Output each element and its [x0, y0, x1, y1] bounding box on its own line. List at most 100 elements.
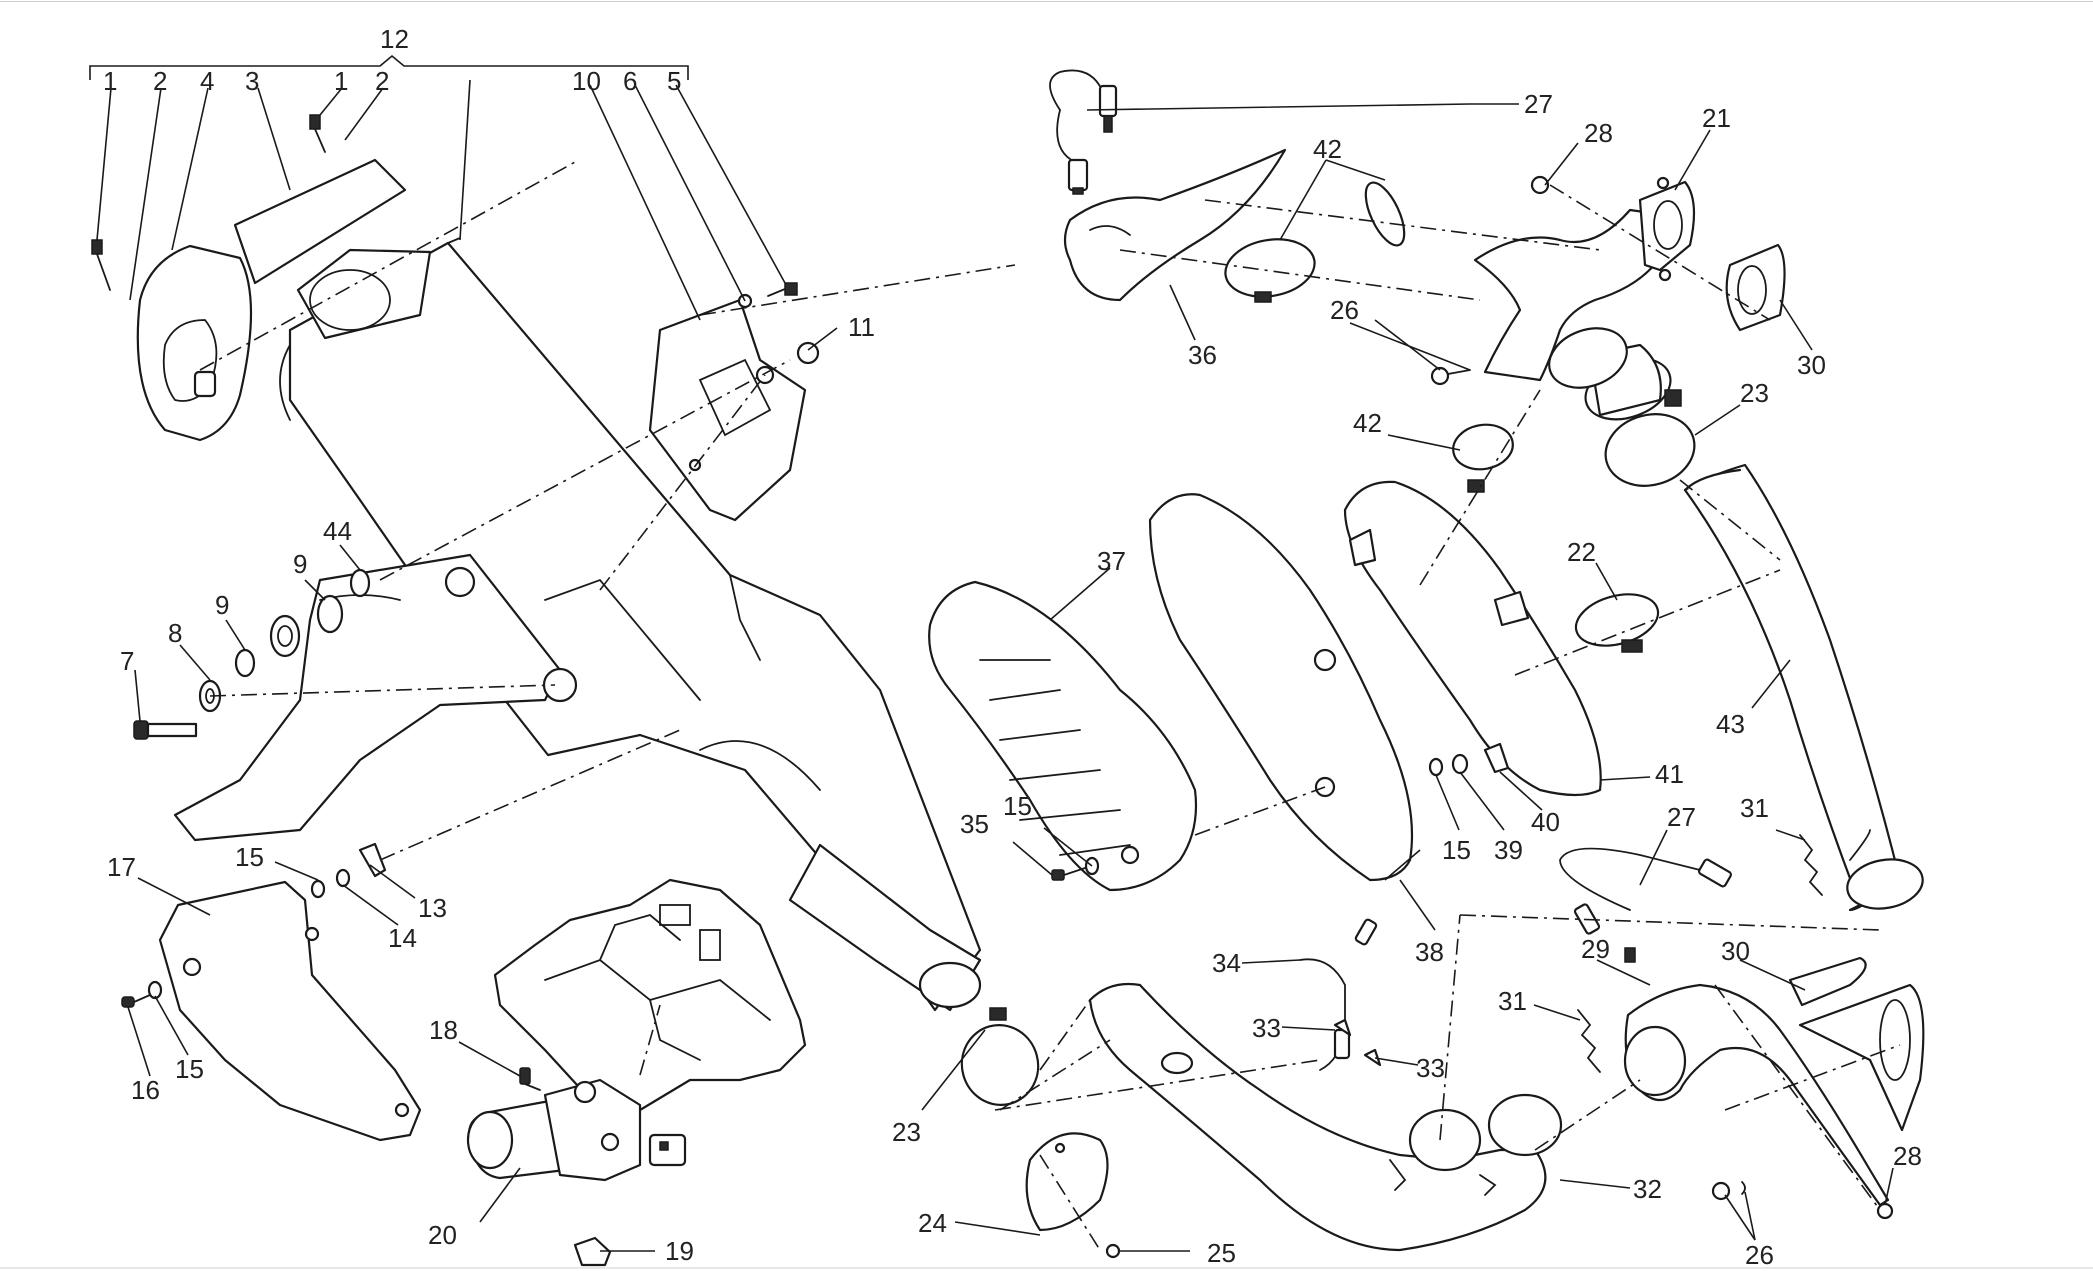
clip-40: [1483, 742, 1510, 774]
label-1a: 1: [103, 66, 117, 96]
label-9b: 9: [215, 590, 229, 620]
servo-motor-20: [466, 1078, 687, 1182]
clamp-42-top: [1224, 238, 1316, 303]
label-37: 37: [1097, 546, 1126, 576]
label-21: 21: [1702, 103, 1731, 133]
label-42b: 42: [1353, 408, 1382, 438]
label-25: 25: [1207, 1238, 1236, 1268]
label-36: 36: [1188, 340, 1217, 370]
clamp-42-small: [1364, 181, 1406, 247]
heat-shield-38: [1148, 493, 1414, 882]
clip-33a: [1333, 1018, 1352, 1037]
gasket-30-top: [1725, 243, 1786, 332]
label-18: 18: [429, 1015, 458, 1045]
heat-shield-17: [158, 880, 422, 1142]
label-32: 32: [1633, 1174, 1662, 1204]
label-28a: 28: [1584, 118, 1613, 148]
spring-31-bottom: [1577, 1009, 1601, 1073]
label-20: 20: [428, 1220, 457, 1250]
grommet-11: [796, 341, 820, 365]
bolt-7: [133, 720, 198, 740]
label-30a: 30: [1797, 350, 1826, 380]
guard-24: [1025, 1132, 1109, 1232]
header-pipe-21: [1473, 208, 1672, 421]
label-29: 29: [1581, 934, 1610, 964]
label-15d: 15: [1442, 835, 1471, 865]
washer-44: [349, 568, 371, 598]
group-bracket-12: [89, 54, 689, 80]
label-17: 17: [107, 852, 136, 882]
spacer: [269, 614, 301, 658]
label-9a: 9: [293, 549, 307, 579]
nut-25: [1105, 1243, 1121, 1259]
label-7: 7: [120, 646, 134, 676]
washer-15b: [147, 980, 163, 1000]
label-1b: 1: [334, 66, 348, 96]
clip-19: [573, 1236, 612, 1267]
label-31a: 31: [1740, 793, 1769, 823]
label-23a: 23: [892, 1117, 921, 1147]
label-15b: 15: [175, 1054, 204, 1084]
servo-bracket-frame: [493, 878, 807, 1112]
bracket-10: [648, 298, 807, 522]
callout-labels: 12 1 2 4 3 1 2 10 6 5 11 44 9 9 8 7 17 1…: [103, 24, 1922, 1270]
leader-lines: [96, 79, 1894, 1252]
label-43: 43: [1716, 709, 1745, 739]
label-6: 6: [623, 66, 637, 96]
clamp-23-bottom: [960, 1007, 1040, 1106]
label-16: 16: [131, 1075, 160, 1105]
label-26b: 26: [1745, 1240, 1774, 1270]
screw-26-top: [1430, 366, 1471, 386]
label-19: 19: [665, 1236, 694, 1266]
label-42a: 42: [1313, 134, 1342, 164]
label-13: 13: [418, 893, 447, 923]
label-34: 34: [1212, 948, 1241, 978]
label-8: 8: [168, 618, 182, 648]
washer-15a: [310, 879, 326, 899]
nut-28-top: [1530, 175, 1550, 195]
heat-guard-36: [1063, 148, 1287, 302]
label-14: 14: [388, 923, 417, 953]
bolt-1-top: [309, 114, 326, 153]
label-3: 3: [245, 66, 259, 96]
bolt-16: [121, 994, 151, 1008]
spring-31-top: [1799, 834, 1823, 896]
label-33a: 33: [1252, 1013, 1281, 1043]
alignment-lines: [199, 161, 1901, 1251]
washer-9b: [316, 594, 344, 634]
label-38: 38: [1415, 937, 1444, 967]
end-flange: [296, 248, 432, 340]
bolt-1-left: [91, 239, 111, 291]
screw-35: [1051, 867, 1086, 881]
flange-21: [1638, 176, 1696, 282]
pipe-43: [1683, 463, 1924, 912]
label-23b: 23: [1740, 378, 1769, 408]
washer-14: [335, 868, 351, 888]
label-15a: 15: [235, 842, 264, 872]
label-26a: 26: [1330, 295, 1359, 325]
clamp-42-mid: [1452, 423, 1514, 493]
label-4: 4: [200, 66, 214, 96]
label-41: 41: [1655, 759, 1684, 789]
label-30b: 30: [1721, 936, 1750, 966]
bolt-5: [767, 282, 798, 297]
screw-18: [519, 1067, 541, 1091]
label-27b: 27: [1667, 802, 1696, 832]
label-40: 40: [1531, 807, 1560, 837]
label-12: 12: [380, 24, 409, 54]
label-11: 11: [848, 312, 875, 342]
label-44: 44: [323, 516, 352, 546]
label-2a: 2: [153, 66, 167, 96]
washer-39: [1451, 753, 1469, 775]
heat-shield-37: [928, 580, 1198, 892]
pipe-29: [1623, 983, 1890, 1207]
gasket-30-bottom: [1788, 956, 1925, 1132]
clamp-23-top: [1604, 389, 1696, 487]
lambda-sensor-34: [1299, 918, 1378, 1071]
label-33b: 33: [1416, 1053, 1445, 1083]
washer-15d: [1428, 757, 1444, 777]
label-22: 22: [1567, 537, 1596, 567]
label-15c: 15: [1003, 791, 1032, 821]
label-27a: 27: [1524, 89, 1553, 119]
